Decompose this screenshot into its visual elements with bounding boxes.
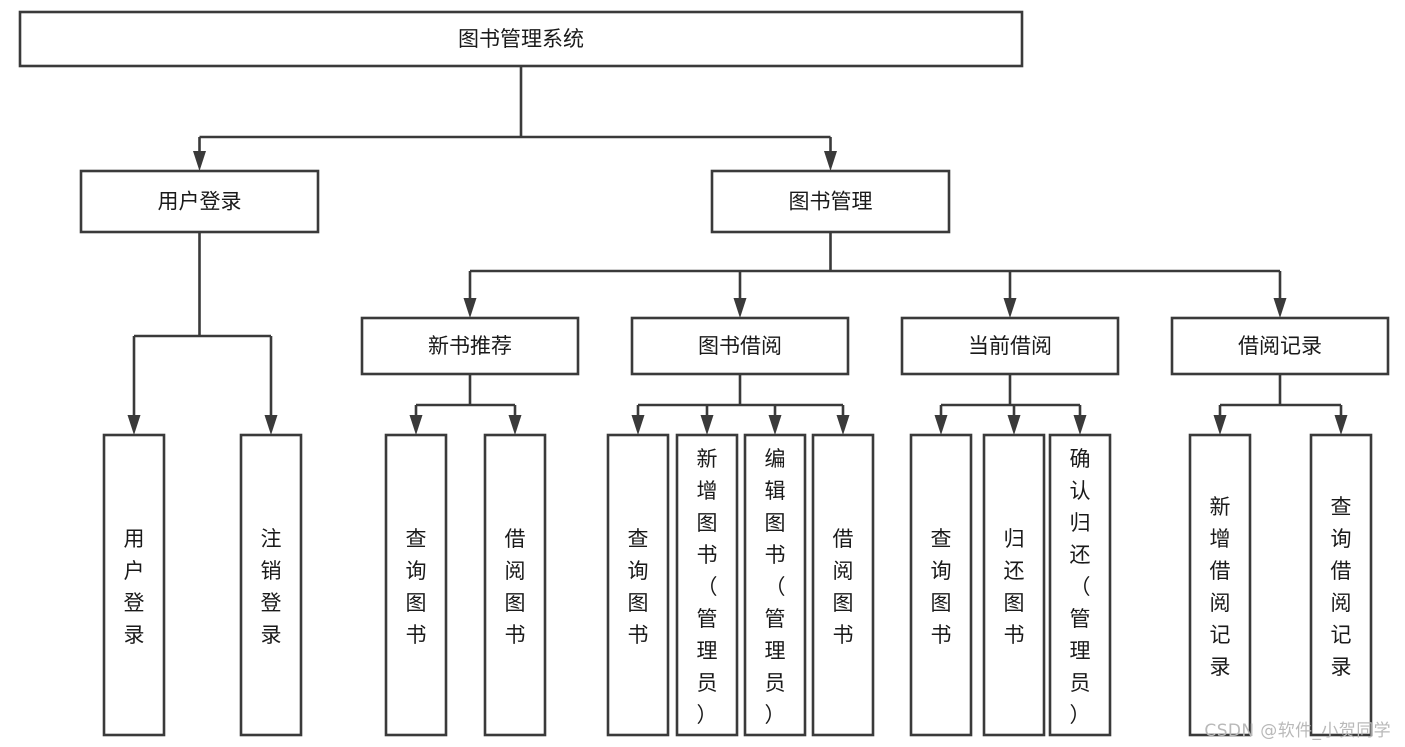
connector-arrow-icon [836,415,850,435]
node-label: 新增借阅记录 [1210,495,1231,679]
node-label: 借阅图书 [505,527,526,647]
connector-bookmgmt-to-level3 [463,232,1287,318]
node-user-login[interactable]: 用户登录 [79,169,320,234]
node-label: 新书推荐 [428,334,512,358]
node-leaf-logout-login[interactable]: 注销登录 [239,433,303,737]
connector-arrow-icon [1273,298,1287,318]
connector-arrow-icon [1003,298,1017,318]
node-box [360,316,580,376]
node-label: 借阅记录 [1238,334,1322,358]
connector-arrow-icon [733,298,747,318]
node-leaf-confirm-return-admin[interactable]: 确认归还（管理员） [1048,433,1112,737]
node-box [18,10,1024,68]
node-box [79,169,320,234]
node-layer: 图书管理系统用户登录图书管理新书推荐图书借阅当前借阅借阅记录用户登录注销登录查询… [18,10,1390,737]
node-label: 图书管理 [789,190,873,214]
node-borrow-record[interactable]: 借阅记录 [1170,316,1390,376]
connector-recommend-to-leaves [409,374,522,435]
connector-layer [127,66,1348,435]
node-label: 当前借阅 [968,334,1052,358]
connector-arrow-icon [934,415,948,435]
node-box [900,316,1120,376]
node-label: 查询借阅记录 [1331,495,1352,679]
node-label: 新增图书（管理员） [697,447,718,727]
node-label: 注销登录 [261,527,282,647]
node-leaf-user-login[interactable]: 用户登录 [102,433,166,737]
node-box [1170,316,1390,376]
connector-arrow-icon [768,415,782,435]
watermark-label: CSDN @软件_小贺同学 [1204,721,1391,741]
connector-arrow-icon [1334,415,1348,435]
node-root[interactable]: 图书管理系统 [18,10,1024,68]
node-box [710,169,951,234]
node-box [384,433,448,737]
connector-arrow-icon [700,415,714,435]
node-leaf-edit-book-admin[interactable]: 编辑图书（管理员） [743,433,807,737]
node-box [606,433,670,737]
node-label: 图书管理系统 [458,27,584,51]
node-leaf-query-book-borrow[interactable]: 查询图书 [606,433,670,737]
node-label: 归还图书 [1004,527,1025,647]
connector-arrow-icon [1073,415,1087,435]
node-box [1188,433,1252,737]
node-leaf-borrow-book[interactable]: 借阅图书 [811,433,875,737]
node-leaf-add-book-admin[interactable]: 新增图书（管理员） [675,433,739,737]
node-box [1048,433,1112,737]
node-leaf-add-borrow-record[interactable]: 新增借阅记录 [1188,433,1252,737]
node-box [239,433,303,737]
connector-arrow-icon [508,415,522,435]
connector-arrow-icon [1007,415,1021,435]
connector-current-to-leaves [934,374,1087,435]
node-leaf-query-book-current[interactable]: 查询图书 [909,433,973,737]
connector-record-to-leaves [1213,374,1348,435]
node-label: 图书借阅 [698,334,782,358]
connector-arrow-icon [264,415,278,435]
node-box [1309,433,1373,737]
connector-userlogin-to-leaves [127,232,278,435]
node-label: 查询图书 [628,527,649,647]
node-box [102,433,166,737]
connector-borrow-to-leaves [631,374,850,435]
node-box [630,316,850,376]
connector-root-to-level2 [193,66,837,171]
node-leaf-query-borrow-record[interactable]: 查询借阅记录 [1309,433,1373,737]
node-leaf-borrow-book-recommend[interactable]: 借阅图书 [483,433,547,737]
node-label: 确认归还（管理员） [1070,447,1091,727]
node-new-book-recommend[interactable]: 新书推荐 [360,316,580,376]
node-label: 查询图书 [931,527,952,647]
connector-arrow-icon [631,415,645,435]
connector-arrow-icon [127,415,141,435]
node-label: 用户登录 [124,527,145,647]
node-box [675,433,739,737]
connector-arrow-icon [824,151,837,171]
node-box [743,433,807,737]
connector-arrow-icon [193,151,206,171]
connector-arrow-icon [1213,415,1227,435]
node-leaf-return-book[interactable]: 归还图书 [982,433,1046,737]
node-book-borrow[interactable]: 图书借阅 [630,316,850,376]
connector-arrow-icon [409,415,423,435]
node-label: 借阅图书 [833,527,854,647]
node-book-management[interactable]: 图书管理 [710,169,951,234]
node-label: 查询图书 [406,527,427,647]
node-label: 编辑图书（管理员） [765,447,786,727]
node-box [811,433,875,737]
node-leaf-query-book-recommend[interactable]: 查询图书 [384,433,448,737]
connector-arrow-icon [463,298,477,318]
node-label: 用户登录 [158,190,242,214]
node-current-borrow[interactable]: 当前借阅 [900,316,1120,376]
node-box [909,433,973,737]
node-box [483,433,547,737]
node-box [982,433,1046,737]
